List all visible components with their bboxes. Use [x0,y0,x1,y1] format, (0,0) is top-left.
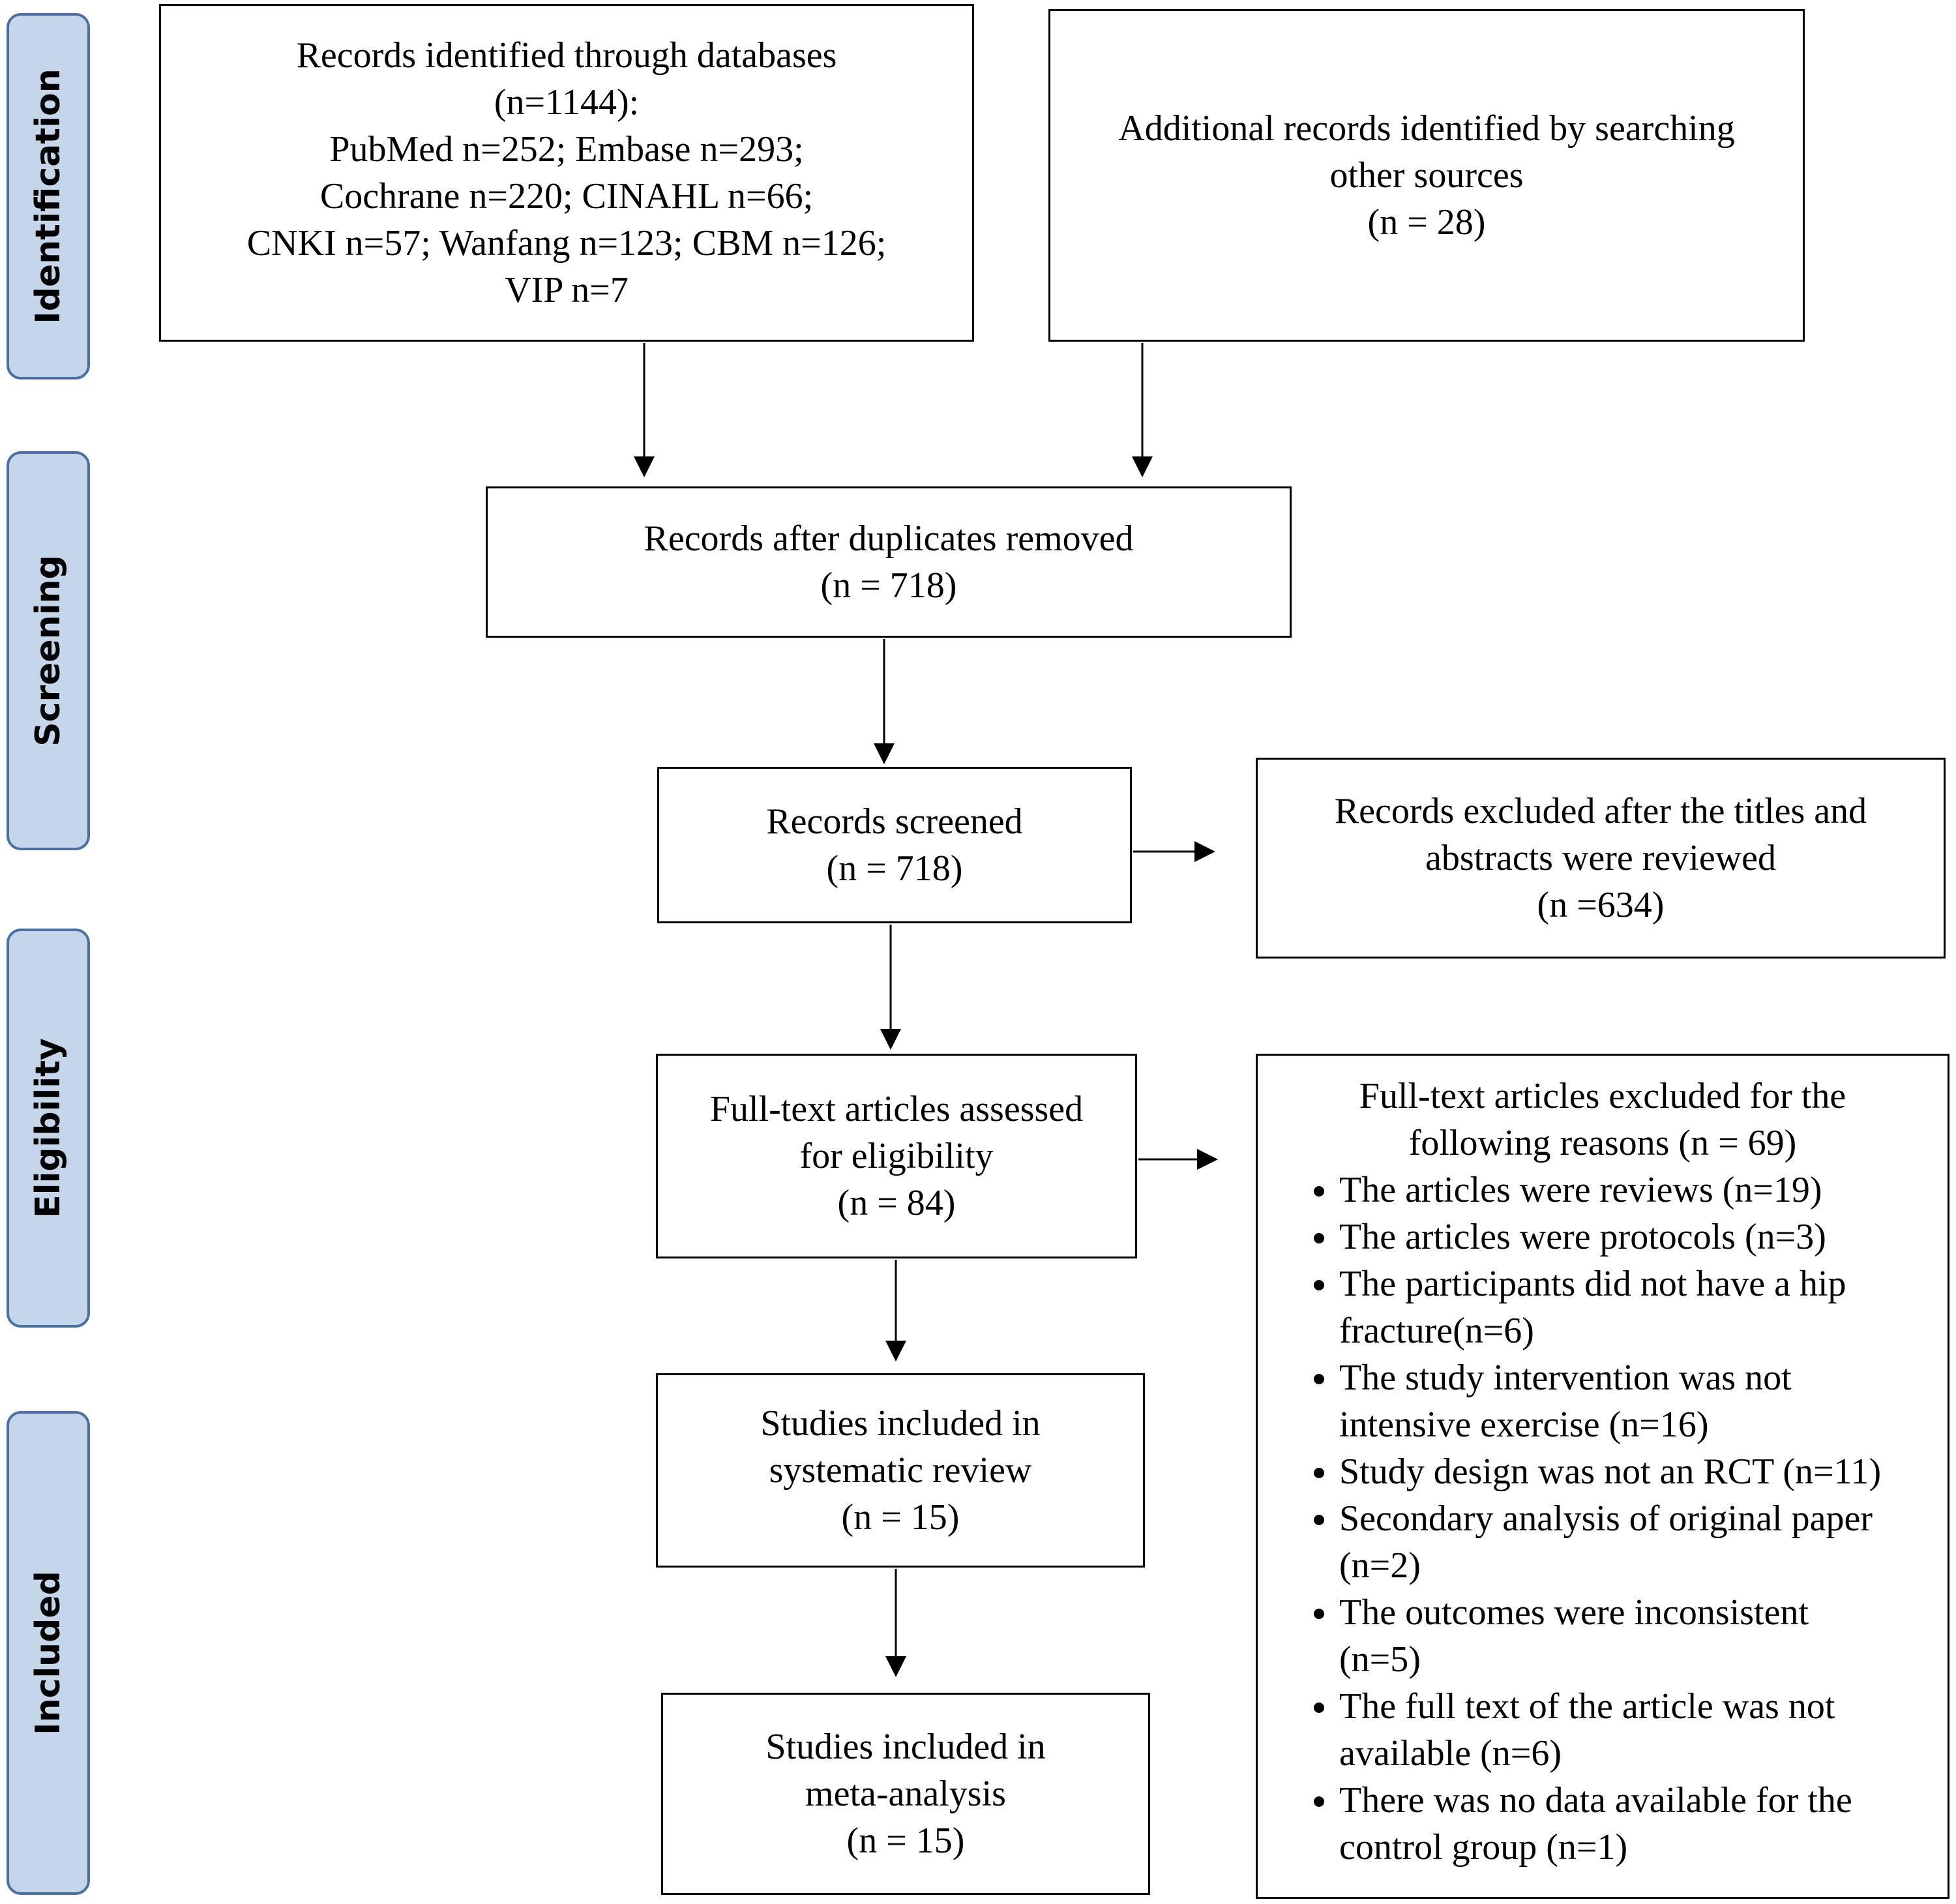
excluded-titles-box: Records excluded after the titles and ab… [1256,758,1946,959]
reason-text: (n=2) [1339,1545,1421,1586]
other-sources-line: Additional records identified by searchi… [1118,108,1735,149]
records-screened-line: (n = 718) [826,848,963,889]
reason-text: fracture(n=6) [1339,1311,1534,1351]
reason-text: The outcomes were inconsistent [1339,1592,1809,1633]
arrowhead-icon [1197,1149,1218,1170]
reason-text: (n=5) [1339,1639,1421,1680]
systematic-review-line: Studies included in [760,1403,1041,1444]
excluded-titles-line: abstracts were reviewed [1425,838,1776,878]
duplicates-removed-box: Records after duplicates removed (n = 71… [486,486,1292,638]
exclusion-reasons-list: The articles were reviews (n=19) The art… [1271,1167,1934,1871]
full-text-assessed-line: (n = 84) [837,1183,956,1223]
exclusion-reason: The participants did not have a hip fract… [1339,1260,1934,1354]
exclusion-reason: Secondary analysis of original paper (n=2… [1339,1495,1934,1589]
other-sources-line: (n = 28) [1367,202,1486,243]
reason-text: The full text of the article was not [1339,1686,1835,1727]
other-sources-box: Additional records identified by searchi… [1048,9,1805,342]
phase-included: Included [7,1411,90,1895]
phase-eligibility: Eligibility [7,929,90,1328]
reason-text: Study design was not an RCT (n=11) [1339,1451,1882,1492]
meta-analysis-box: Studies included in meta-analysis (n = 1… [661,1693,1150,1895]
arrowhead-icon [885,1341,906,1361]
arrowhead-icon [880,1029,901,1050]
reason-text: Secondary analysis of original paper [1339,1498,1873,1539]
arrowhead-icon [634,456,655,477]
reason-text: The study intervention was not [1339,1358,1792,1398]
systematic-review-line: systematic review [769,1450,1032,1491]
exclusion-reason: The articles were reviews (n=19) [1339,1167,1934,1213]
systematic-review-box: Studies included in systematic review (n… [656,1373,1145,1568]
meta-analysis-line: Studies included in [765,1727,1046,1767]
databases-box: Records identified through databases (n=… [159,4,974,342]
arrowhead-icon [874,743,895,764]
arrowhead-icon [1132,456,1153,477]
full-text-excluded-box: Full-text articles excluded for the foll… [1256,1054,1949,1899]
meta-analysis-line: (n = 15) [846,1821,965,1861]
databases-line: PubMed n=252; Embase n=293; [329,129,804,170]
records-screened-line: Records screened [766,801,1023,842]
reason-text: There was no data available for the [1339,1780,1852,1821]
reason-text: available (n=6) [1339,1733,1562,1774]
duplicates-removed-line: Records after duplicates removed [644,518,1134,559]
excluded-header-line: Full-text articles excluded for the [1359,1076,1846,1116]
reason-text: The participants did not have a hip [1339,1264,1846,1304]
excluded-titles-line: (n =634) [1537,885,1665,925]
reason-text: control group (n=1) [1339,1827,1628,1867]
exclusion-reason: There was no data available for the contr… [1339,1777,1934,1871]
meta-analysis-line: meta-analysis [805,1774,1006,1814]
arrowhead-icon [885,1656,906,1677]
reason-text: The articles were reviews (n=19) [1339,1170,1822,1210]
full-text-assessed-box: Full-text articles assessed for eligibil… [656,1054,1137,1258]
exclusion-reason: The outcomes were inconsistent (n=5) [1339,1589,1934,1683]
databases-line: (n=1144): [494,82,640,123]
excluded-titles-line: Records excluded after the titles and [1334,791,1867,831]
phase-identification: Identification [7,13,90,379]
full-text-assessed-line: for eligibility [799,1136,994,1176]
exclusion-reason: The study intervention was not intensive … [1339,1354,1934,1448]
other-sources-line: other sources [1329,155,1524,196]
systematic-review-line: (n = 15) [841,1497,960,1538]
reason-text: The articles were protocols (n=3) [1339,1217,1826,1257]
arrowhead-icon [1194,841,1215,862]
phase-screening: Screening [7,451,90,850]
records-screened-box: Records screened (n = 718) [657,767,1132,923]
reason-text: intensive exercise (n=16) [1339,1405,1709,1445]
exclusion-reason: The articles were protocols (n=3) [1339,1213,1934,1260]
exclusion-reason: The full text of the article was not avai… [1339,1683,1934,1777]
databases-line: VIP n=7 [505,270,629,310]
databases-line: CNKI n=57; Wanfang n=123; CBM n=126; [246,223,887,263]
duplicates-removed-line: (n = 718) [820,565,957,606]
full-text-assessed-line: Full-text articles assessed [709,1089,1084,1129]
exclusion-reason: Study design was not an RCT (n=11) [1339,1448,1934,1495]
databases-line: Cochrane n=220; CINAHL n=66; [319,176,814,216]
databases-line: Records identified through databases [296,35,837,76]
excluded-header-line: following reasons (n = 69) [1408,1123,1797,1163]
